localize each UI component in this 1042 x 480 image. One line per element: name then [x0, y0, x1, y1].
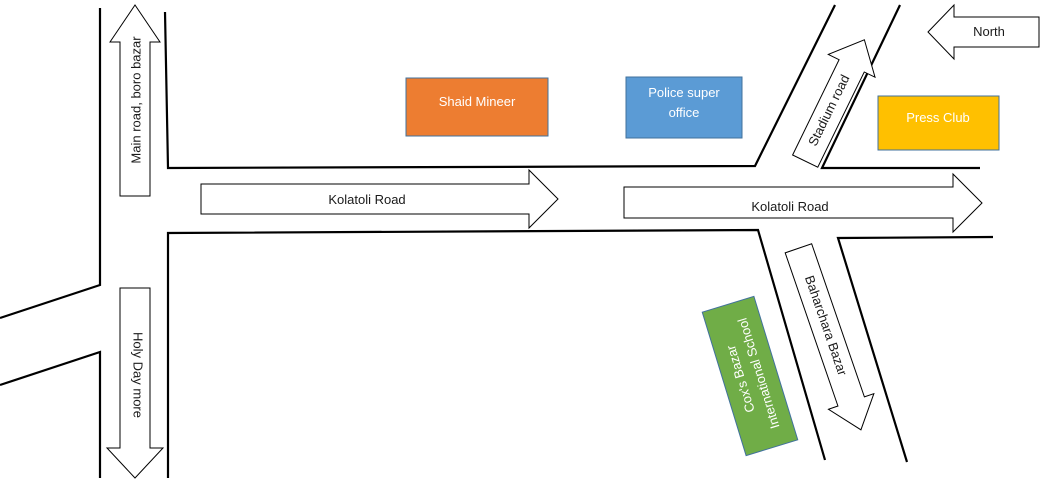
kolatoli-west-label: Kolatoli Road: [328, 192, 405, 207]
baharchara-east-edge: [836, 235, 994, 463]
holy-day-arrow: Holy Day more: [105, 287, 165, 479]
baharchara-arrow: Baharchara Bazar: [784, 243, 875, 431]
school-rect: [701, 295, 799, 457]
police-office-label-line1: Police super: [648, 85, 720, 100]
north-arrow: North: [927, 3, 1040, 61]
press-club-rect: [877, 95, 1000, 151]
press-club-label: Press Club: [906, 110, 970, 125]
kolatoli-east-arrow: Kolatoli Road: [623, 172, 983, 234]
school-box: Cox's Bazar International School: [701, 295, 799, 457]
main-road-west-edge: [0, 8, 102, 320]
police-office-label-line2: office: [669, 105, 700, 120]
kolatoli-south-edge: [166, 228, 827, 478]
main-road-east-edge: [163, 4, 836, 170]
main-road-label: Main road, boro bazar: [128, 36, 143, 164]
stadium-east-edge: [820, 4, 980, 170]
police-office-box: Police super office: [625, 76, 743, 139]
kolatoli-east-label: Kolatoli Road: [751, 199, 828, 214]
kolatoli-west-arrow: Kolatoli Road: [200, 168, 559, 230]
police-office-rect: [625, 76, 743, 139]
press-club-box: Press Club: [877, 95, 1000, 151]
road-edges: [0, 4, 994, 478]
north-label: North: [973, 24, 1005, 39]
stadium-road-arrow: Stadium road: [791, 39, 876, 168]
shaid-mineer-box: Shaid Mineer: [405, 77, 549, 137]
main-road-arrow: Main road, boro bazar: [109, 4, 161, 197]
holy-day-label: Holy Day more: [131, 332, 146, 418]
shaid-mineer-rect: [405, 77, 549, 137]
holy-day-west-edge: [0, 350, 102, 478]
shaid-mineer-label: Shaid Mineer: [439, 94, 516, 109]
